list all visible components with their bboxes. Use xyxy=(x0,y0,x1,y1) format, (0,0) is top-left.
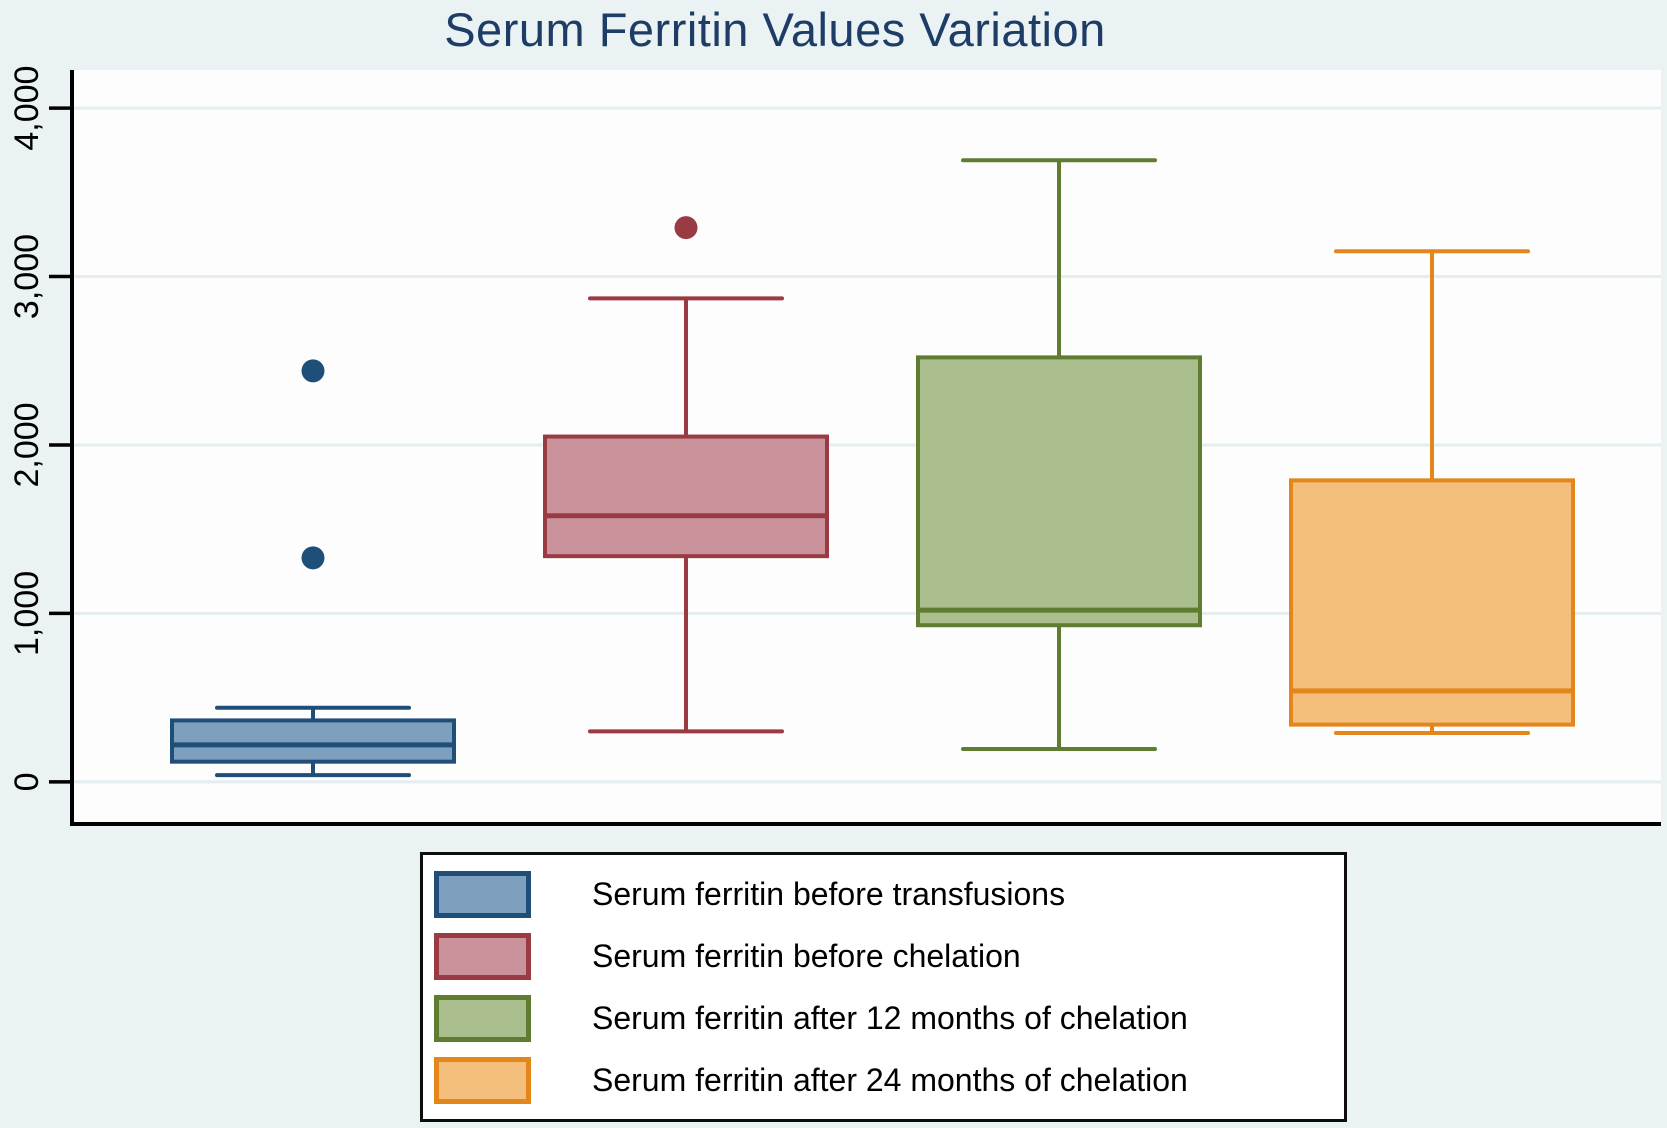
legend-item: Serum ferritin after 12 months of chelat… xyxy=(423,994,1344,1042)
legend-box: Serum ferritin before transfusions Serum… xyxy=(420,852,1347,1122)
legend-label: Serum ferritin after 24 months of chelat… xyxy=(592,1061,1188,1098)
y-tick-label: 2,000 xyxy=(8,402,46,487)
outlier-dot xyxy=(674,216,698,240)
legend-label: Serum ferritin before chelation xyxy=(592,937,1021,974)
y-tick-label: 4,000 xyxy=(8,66,46,151)
box xyxy=(916,355,1202,628)
legend-swatch-red-icon xyxy=(434,932,531,980)
box xyxy=(1289,478,1575,727)
legend-swatch-orange-icon xyxy=(434,1056,531,1104)
legend-label: Serum ferritin after 12 months of chelat… xyxy=(592,999,1188,1036)
legend-item: Serum ferritin before chelation xyxy=(423,932,1344,980)
outlier-dot xyxy=(301,546,325,570)
y-tick-label: 1,000 xyxy=(8,571,46,656)
chart-title: Serum Ferritin Values Variation xyxy=(444,3,1106,56)
box xyxy=(170,718,456,764)
box xyxy=(543,434,829,559)
outlier-dot xyxy=(301,359,325,383)
y-tick-label: 3,000 xyxy=(8,234,46,319)
y-tick-label: 0 xyxy=(8,772,46,791)
legend-swatch-green-icon xyxy=(434,994,531,1042)
legend-item: Serum ferritin after 24 months of chelat… xyxy=(423,1056,1344,1104)
legend-item: Serum ferritin before transfusions xyxy=(423,870,1344,918)
legend-swatch-blue-icon xyxy=(434,870,531,918)
legend-label: Serum ferritin before transfusions xyxy=(592,875,1066,912)
